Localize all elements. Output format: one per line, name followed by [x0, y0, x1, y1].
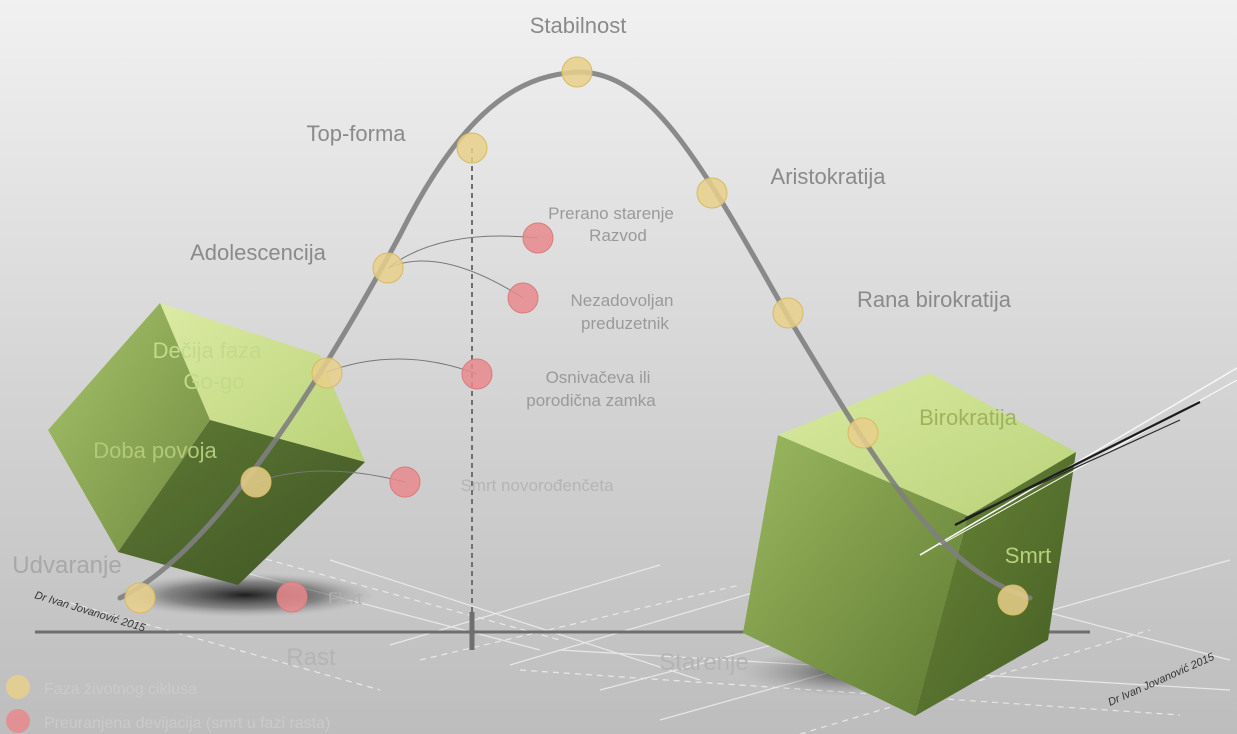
phase-dot-birokratija	[847, 417, 879, 449]
deviation-dot-nezadovoljan	[507, 282, 539, 314]
legend-deviation-label: Preuranjena devijacija (smrt u fazi rast…	[44, 715, 330, 732]
deviation-dot-prerano-starenje	[522, 222, 554, 254]
label-porodicna-zamka: porodična zamka	[526, 391, 656, 410]
phase-dot-go-go	[311, 357, 343, 389]
legend-phase-icon	[6, 675, 30, 699]
label-rast: Rast	[286, 644, 336, 671]
deviation-dot-flert	[276, 581, 308, 613]
phase-dot-adolescencija	[372, 252, 404, 284]
phase-dot-udvaranje	[124, 582, 156, 614]
phase-dots	[124, 56, 1029, 616]
label-top-forma: Top-forma	[306, 121, 406, 146]
speed-streaks	[919, 367, 1237, 556]
phase-dot-doba-povoja	[240, 466, 272, 498]
legend-deviation-icon	[6, 709, 30, 733]
label-udvaranje: Udvaranje	[12, 552, 121, 579]
label-doba-povoja: Doba povoja	[93, 438, 217, 463]
phase-dot-top-forma	[456, 132, 488, 164]
label-adolescencija: Adolescencija	[190, 240, 327, 265]
label-stabilnost: Stabilnost	[530, 13, 627, 38]
label-aristokratija: Aristokratija	[771, 164, 887, 189]
label-go-go: Go-go	[183, 369, 244, 394]
label-rana-birokratija: Rana birokratija	[857, 287, 1012, 312]
left-cube	[48, 303, 365, 585]
phase-dot-smrt	[997, 584, 1029, 616]
label-birokratija: Birokratija	[919, 405, 1018, 430]
label-razvod: Razvod	[589, 226, 647, 245]
label-smrt-novorodenceta: Smrt novorođenčeta	[460, 476, 614, 495]
label-nezadovoljan: Nezadovoljan	[570, 291, 673, 310]
phase-dot-rana-birokratija	[772, 297, 804, 329]
label-decija-faza: Dečija faza	[153, 338, 263, 363]
deviation-dot-smrt-novorodenceta	[389, 466, 421, 498]
legend-phase-label: Faza životnog ciklusa	[44, 681, 197, 698]
deviation-dot-osnivaceva-zamka	[461, 358, 493, 390]
left-cube-shadow	[115, 573, 375, 617]
phase-dot-stabilnost	[561, 56, 593, 88]
label-osnivaceva: Osnivačeva ili	[546, 368, 651, 387]
label-smrt: Smrt	[1005, 543, 1051, 568]
signature-right: Dr Ivan Jovanović 2015	[1106, 651, 1217, 709]
label-preduzetnik: preduzetnik	[581, 314, 669, 333]
phase-dot-aristokratija	[696, 177, 728, 209]
label-starenje: Starenje	[659, 649, 748, 676]
label-flert: Flert	[328, 589, 362, 608]
label-prerano-starenje: Prerano starenje	[548, 204, 674, 223]
deviation-dots	[276, 222, 554, 613]
legend: Faza životnog ciklusa Preuranjena devija…	[6, 675, 330, 733]
